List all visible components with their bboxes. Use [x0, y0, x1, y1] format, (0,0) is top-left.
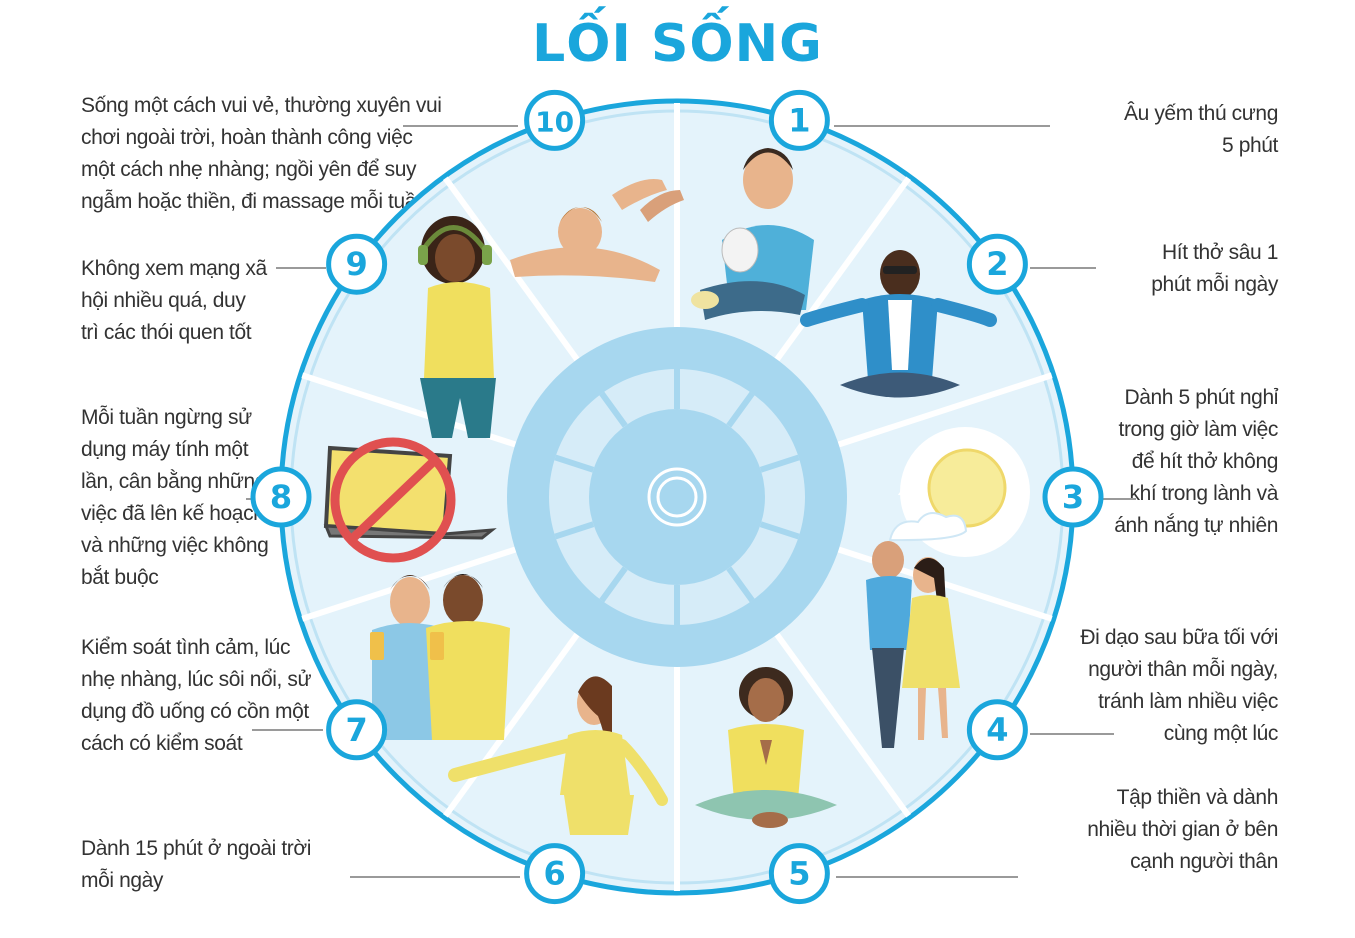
step-6-description: Dành 15 phút ở ngoài trời mỗi ngày	[81, 837, 312, 892]
step-7-number: 7	[345, 711, 367, 749]
step-2-badge	[966, 233, 1028, 295]
meditating-man-icon	[800, 250, 997, 398]
segment-divider	[442, 632, 580, 818]
inner-segment-divider	[554, 454, 595, 473]
inner-segment-divider	[726, 391, 755, 428]
step-8-description: Mỗi tuần ngừng sử dụng máy tính một lần,…	[81, 406, 269, 589]
step-2-number: 2	[986, 245, 1008, 283]
step-7-badge	[326, 699, 388, 761]
core-ring	[589, 409, 765, 585]
step-9-badge	[326, 233, 388, 295]
step-2-description: Hít thở sâu 1 phút mỗi ngày	[1151, 241, 1278, 296]
person-with-cat-icon	[691, 148, 814, 320]
step-5-description: Tập thiền và dành nhiều thời gian ở bên …	[1087, 786, 1278, 873]
step-9-description: Không xem mạng xã hội nhiều quá, duy trì…	[81, 257, 267, 344]
meditating-woman-icon	[695, 667, 837, 828]
friends-beer-icon	[370, 574, 510, 740]
sun-cloud-icon	[888, 427, 1030, 557]
step-5-badge	[768, 843, 830, 905]
step-6-number: 6	[543, 855, 565, 893]
step-10-description: Sống một cách vui vẻ, thường xuyên vui c…	[81, 94, 442, 213]
step-10-badge	[524, 89, 586, 151]
inner-segment-divider	[726, 566, 755, 603]
segment-divider	[442, 176, 580, 362]
segment-divider	[837, 372, 1053, 448]
segment-divider	[774, 176, 912, 362]
core-outer-circle	[647, 467, 707, 527]
woman-outdoors-icon	[448, 676, 668, 835]
step-4-number: 4	[986, 711, 1008, 749]
inner-segment-divider	[554, 521, 595, 540]
step-1-number: 1	[788, 101, 810, 139]
segment-divider	[774, 632, 912, 818]
inner-segment-divider	[759, 521, 800, 540]
massage-icon	[510, 179, 684, 282]
core-inner-circle	[656, 476, 698, 518]
step-1-badge	[768, 89, 830, 151]
step-3-description: Dành 5 phút nghỉ trong giờ làm việc để h…	[1114, 386, 1278, 537]
inner-segment-divider	[599, 566, 628, 603]
step-7-description: Kiểm soát tình cảm, lúc nhẹ nhàng, lúc s…	[81, 636, 312, 755]
step-10-number: 10	[535, 105, 574, 138]
step-3-badge	[1042, 466, 1104, 528]
step-4-description: Đi dạo sau bữa tối với người thân mỗi ng…	[1080, 626, 1278, 745]
step-8-number: 8	[270, 478, 292, 516]
inner-segment-divider	[759, 454, 800, 473]
inner-segment-dividers	[554, 369, 800, 625]
step-3-number: 3	[1062, 478, 1084, 516]
step-6-badge	[524, 843, 586, 905]
headphones-woman-icon	[418, 216, 496, 438]
inner-segment-divider	[599, 391, 628, 428]
step-badges: 1 2 3 4 5 6 7 8 9 10	[250, 89, 1104, 905]
step-5-number: 5	[788, 855, 810, 893]
leader-lines	[246, 125, 1136, 878]
step-4-badge	[966, 699, 1028, 761]
step-9-number: 9	[345, 245, 367, 283]
step-8-badge	[250, 466, 312, 528]
walking-couple-icon	[866, 541, 960, 748]
step-1-description: Âu yếm thú cưng 5 phút	[1124, 102, 1278, 157]
page-title: LỐI SỐNG	[532, 14, 823, 74]
no-laptop-icon	[323, 437, 497, 563]
